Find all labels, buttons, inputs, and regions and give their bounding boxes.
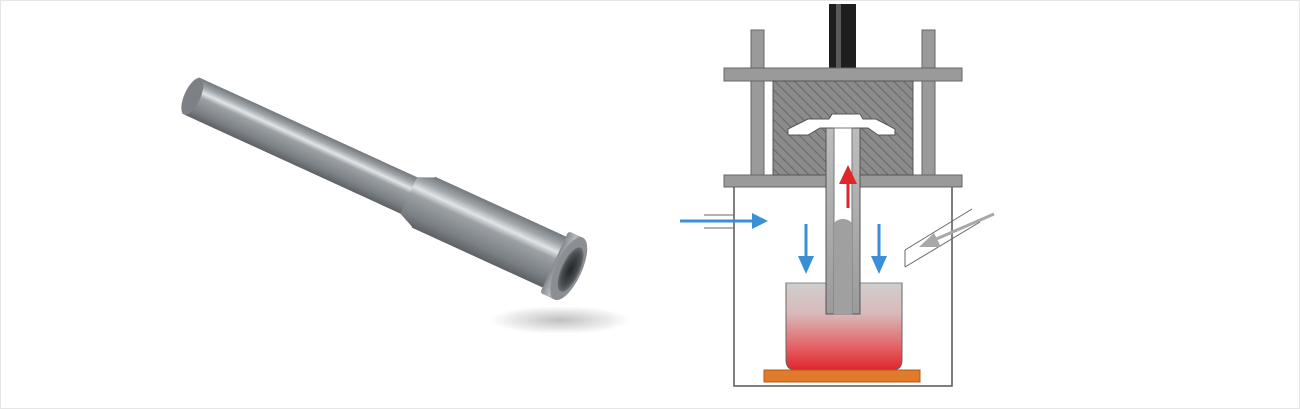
- tube-wide-section: [411, 176, 572, 290]
- riser-tube: [181, 77, 588, 301]
- guide-post-left: [750, 29, 765, 181]
- actuator-rod-highlight: [836, 4, 841, 68]
- actuator-rod: [829, 4, 856, 68]
- gas-pressure-arrowhead-inlet: [752, 213, 768, 229]
- tube-bore: [557, 247, 584, 292]
- riser-tube-illustration: [181, 77, 630, 334]
- tube-taper: [400, 177, 437, 229]
- rising-metal-meniscus: [834, 219, 852, 231]
- tube-narrow-section: [182, 77, 421, 216]
- filler-duct-top: [904, 208, 973, 251]
- pressure-arrowhead-right: [871, 256, 887, 274]
- tube-floor-shadow: [490, 306, 630, 334]
- mold-cavity: [787, 113, 896, 136]
- pressure-chamber: [733, 187, 953, 387]
- filler-duct-bottom: [904, 221, 981, 268]
- rising-metal-column: [834, 225, 852, 314]
- casting-machine-diagram: [680, 4, 995, 387]
- guide-post-right: [921, 29, 936, 181]
- heater-plate: [763, 369, 921, 383]
- feed-gas-arrow: [933, 212, 995, 242]
- metal-flow-arrowhead: [839, 165, 857, 184]
- feed-gas-arrowhead: [919, 233, 941, 247]
- pressure-arrowhead-left: [798, 256, 814, 274]
- tube-far-end: [181, 77, 204, 115]
- upper-platen: [723, 67, 963, 82]
